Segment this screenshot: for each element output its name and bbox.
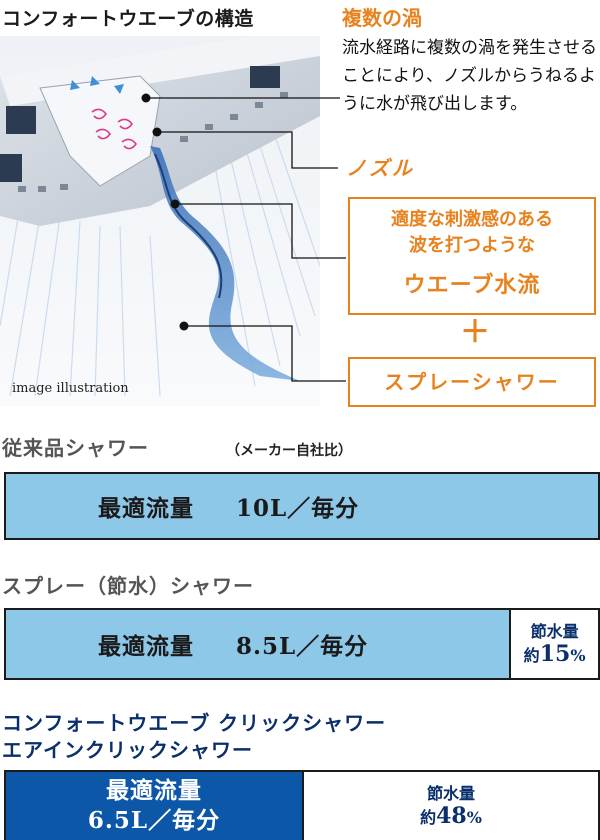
flow-label: 最適流量 xyxy=(106,777,202,804)
conventional-fill: 最適流量 10L／毎分 xyxy=(6,474,598,538)
comfort-wave-flow-text: 最適流量 6.5L／毎分 xyxy=(88,776,220,836)
conventional-flow-bar: 最適流量 10L／毎分 xyxy=(4,472,600,540)
flow-value: 8.5L／毎分 xyxy=(236,633,369,660)
flow-label: 最適流量 xyxy=(98,495,194,522)
saving-label: 節水量 xyxy=(530,622,579,641)
saving-value: 約15% xyxy=(524,643,586,667)
comfort-wave-flow-bar: 最適流量 6.5L／毎分 節水量 約48% xyxy=(4,770,600,840)
comfort-wave-title-line-1: コンフォートウエーブ クリックシャワー xyxy=(2,711,387,735)
spray-fill: 最適流量 8.5L／毎分 xyxy=(6,610,510,678)
saving-label: 節水量 xyxy=(426,784,475,803)
saving-number: 48 xyxy=(436,803,467,829)
saving-unit: % xyxy=(570,646,586,665)
saving-number: 15 xyxy=(539,641,571,667)
flow-label: 最適流量 xyxy=(98,633,194,660)
nozzle-label: ノズル xyxy=(346,156,415,180)
conventional-shower-title: 従来品シャワー xyxy=(2,436,149,460)
wave-line-3: ウエーブ水流 xyxy=(403,272,541,298)
wave-flow-box: 適度な刺激感のある 波を打つような ウエーブ水流 xyxy=(348,197,596,315)
spray-flow-text: 最適流量 8.5L／毎分 xyxy=(98,627,368,661)
flow-value: 10L／毎分 xyxy=(236,495,360,522)
diagram-title: コンフォートウエーブの構造 xyxy=(2,8,254,30)
comfort-wave-title-line-2: エアインクリックシャワー xyxy=(2,738,253,762)
spray-saving-shower-title: スプレー（節水）シャワー xyxy=(2,574,254,598)
spray-shower-box: スプレーシャワー xyxy=(348,357,596,407)
maker-comparison-note: （メーカー自社比） xyxy=(226,443,352,459)
spray-saving-box: 節水量 約15% xyxy=(509,610,598,678)
comfort-wave-fill: 最適流量 6.5L／毎分 xyxy=(6,772,302,840)
feature-description: 流水経路に複数の渦を発生させることにより、ノズルからうねるように水が飛び出します… xyxy=(342,38,597,114)
illustration-caption: image illustration xyxy=(12,381,129,396)
spray-flow-bar: 最適流量 8.5L／毎分 節水量 約15% xyxy=(4,608,600,680)
flow-value: 6.5L／毎分 xyxy=(87,807,221,834)
wave-line-1: 適度な刺激感のある xyxy=(391,209,553,230)
saving-value: 約48% xyxy=(420,805,482,829)
comfort-wave-shower-title: コンフォートウエーブ クリックシャワー エアインクリックシャワー xyxy=(2,710,386,764)
comfort-wave-saving-box: 節水量 約48% xyxy=(302,772,598,840)
conventional-flow-text: 最適流量 10L／毎分 xyxy=(98,489,359,523)
wave-line-2: 波を打つような xyxy=(409,235,535,256)
shower-head-illustration xyxy=(0,36,320,406)
plus-sign: ＋ xyxy=(460,315,490,350)
feature-title: 複数の渦 xyxy=(342,6,422,30)
saving-unit: % xyxy=(466,808,482,827)
saving-prefix: 約 xyxy=(420,808,437,827)
saving-prefix: 約 xyxy=(523,646,540,665)
